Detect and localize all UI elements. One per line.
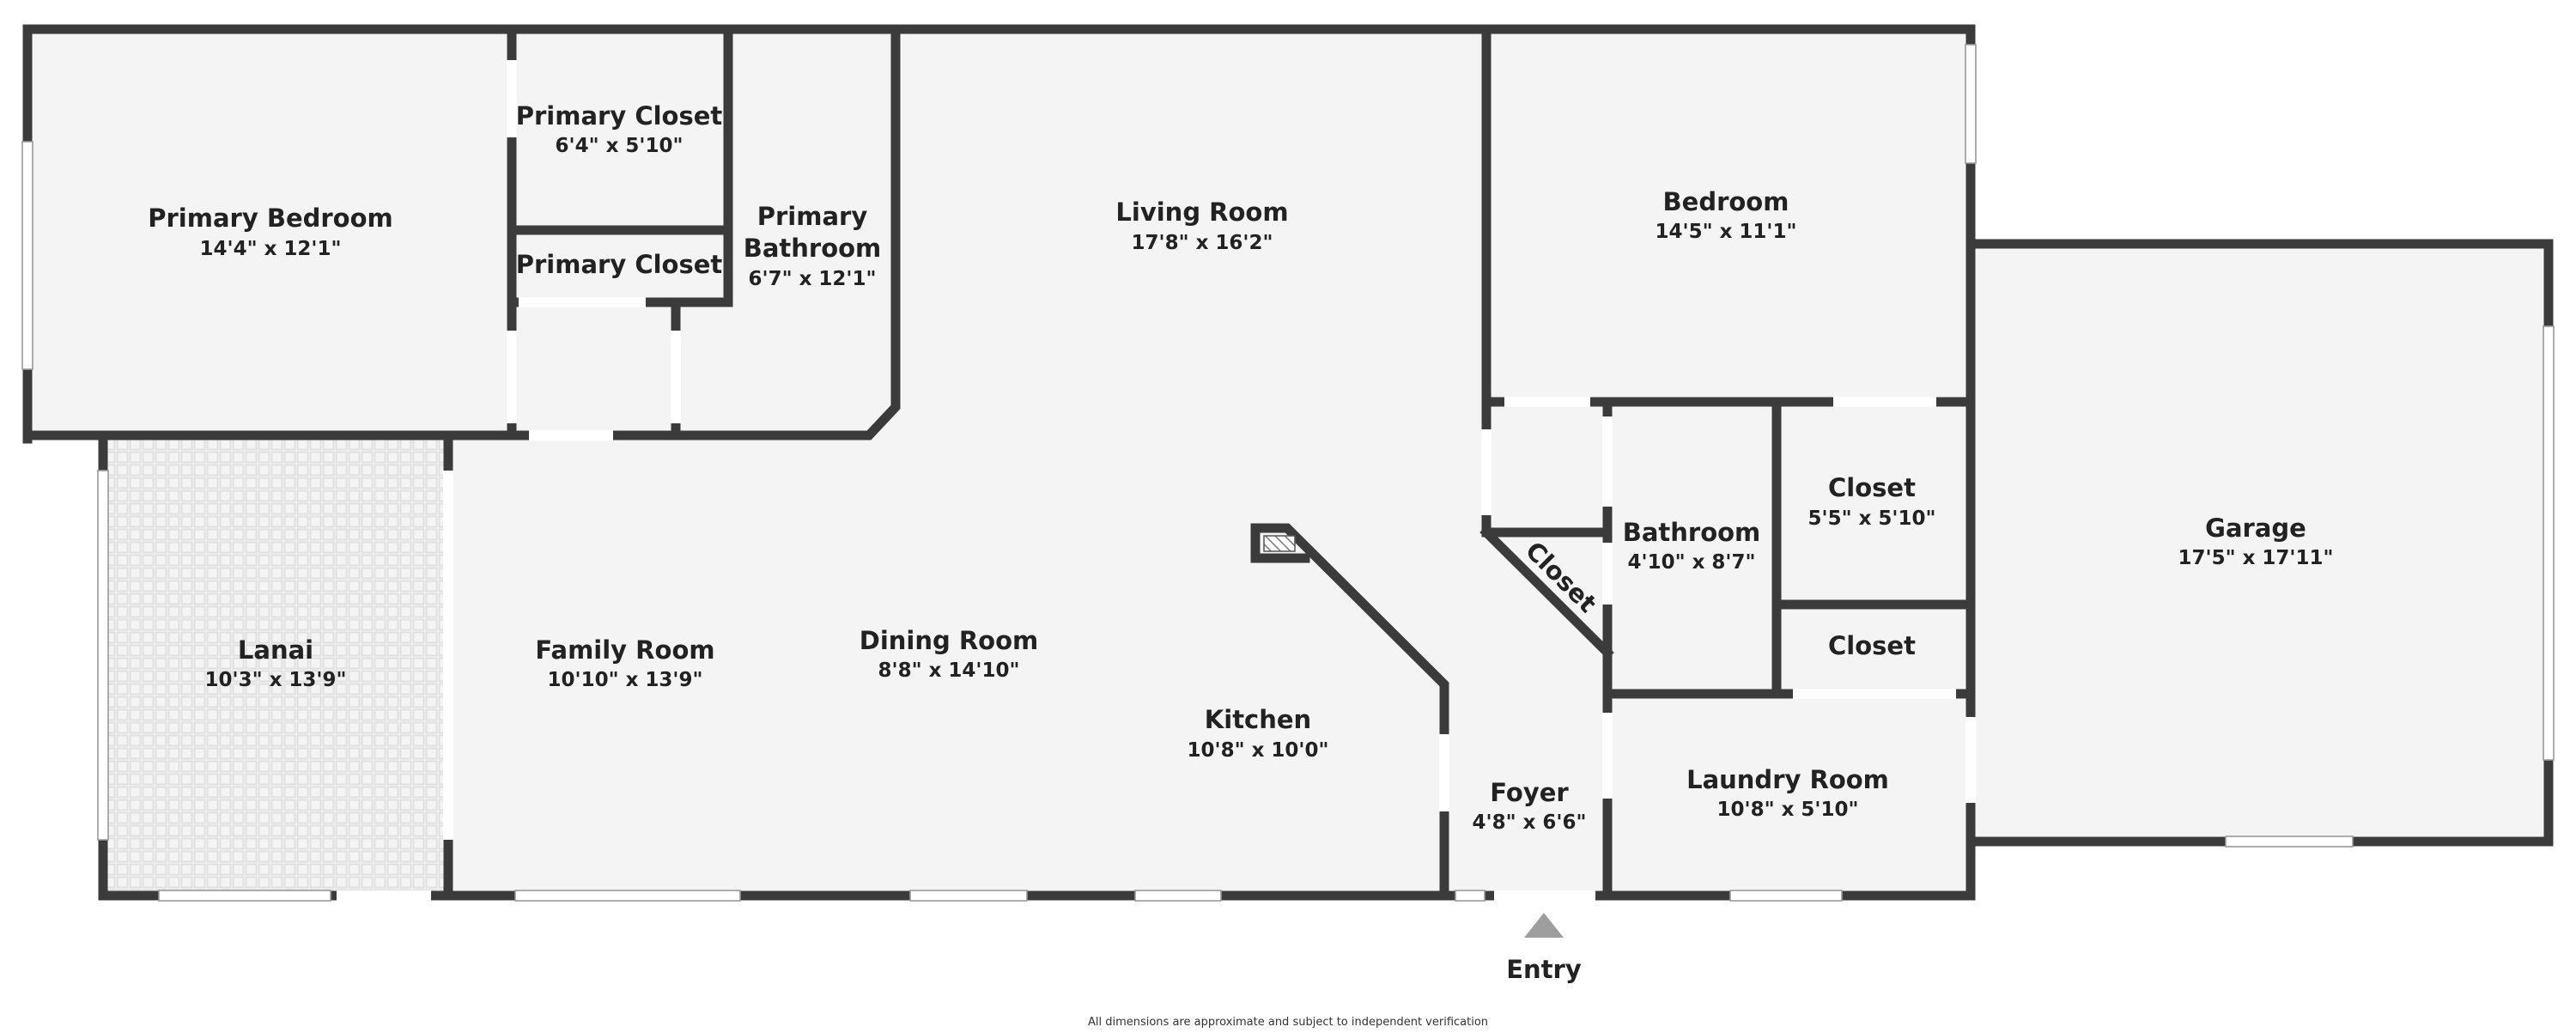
primary-closet-1-dims: 6'4" x 5'10": [556, 135, 683, 157]
primary-closet-1-name: Primary Closet: [516, 101, 723, 131]
primary-bedroom-dims: 14'4" x 12'1": [200, 238, 342, 260]
garage-dims: 17'5" x 17'11": [2178, 547, 2334, 569]
living-room-name: Living Room: [1115, 197, 1288, 227]
window-lanai-left: [97, 470, 109, 841]
entry-label: Entry: [1506, 955, 1582, 984]
window-kitchen-bottom: [1134, 890, 1222, 902]
closet-2-name: Closet: [1828, 631, 1916, 660]
window-garage-right: [2543, 325, 2555, 761]
window-family-room-bottom: [514, 890, 741, 902]
living-room-dims: 17'8" x 16'2": [1132, 232, 1273, 254]
kitchen-dims: 10'8" x 10'0": [1188, 739, 1329, 762]
window-garage-bottom: [2225, 836, 2354, 848]
window-primary-bedroom-left: [21, 141, 33, 370]
laundry-room-dims: 10'8" x 5'10": [1717, 799, 1859, 821]
window-laundry-bottom: [1729, 890, 1843, 902]
laundry-room-name: Laundry Room: [1686, 765, 1889, 794]
foyer-dims: 4'8" x 6'6": [1473, 811, 1587, 834]
entry-arrow-icon: [1524, 913, 1564, 938]
primary-closet-2-name: Primary Closet: [516, 250, 723, 279]
bedroom-dims: 14'5" x 11'1": [1656, 221, 1797, 243]
garage-name: Garage: [2205, 513, 2306, 543]
bedroom-name: Bedroom: [1663, 187, 1789, 216]
closet-1-name: Closet: [1828, 473, 1916, 502]
lanai-dims: 10'3" x 13'9": [205, 669, 347, 691]
primary-bedroom-name: Primary Bedroom: [148, 204, 392, 233]
family-room-name: Family Room: [535, 635, 714, 665]
family-room-dims: 10'10" x 13'9": [548, 669, 703, 691]
bathroom-dims: 4'10" x 8'7": [1628, 551, 1756, 574]
primary-bathroom-name-line1: Primary: [757, 202, 868, 231]
lanai-tile-floor: [103, 439, 448, 896]
dining-room-dims: 8'8" x 14'10": [878, 659, 1020, 682]
window-lanai-bottom: [158, 890, 331, 902]
kitchen-name: Kitchen: [1205, 705, 1311, 734]
primary-bathroom-dims: 6'7" x 12'1": [749, 268, 877, 290]
closet-1-dims: 5'5" x 5'10": [1808, 507, 1936, 530]
foyer-name: Foyer: [1490, 778, 1569, 807]
window-foyer-small: [1455, 890, 1485, 902]
lanai-name: Lanai: [238, 635, 313, 665]
dining-room-name: Dining Room: [860, 626, 1039, 655]
floor-fills: [27, 29, 2549, 896]
front-door-gap: [1494, 890, 1595, 901]
bathroom-name: Bathroom: [1623, 518, 1761, 547]
window-dining-bottom: [909, 890, 1028, 902]
disclaimer-text: All dimensions are approximate and subje…: [1088, 1016, 1488, 1029]
fireplace-hatch: [1263, 535, 1296, 552]
window-bedroom-right: [1965, 44, 1977, 164]
windows: [21, 44, 2555, 902]
primary-bathroom-name-line2: Bathroom: [744, 234, 882, 263]
